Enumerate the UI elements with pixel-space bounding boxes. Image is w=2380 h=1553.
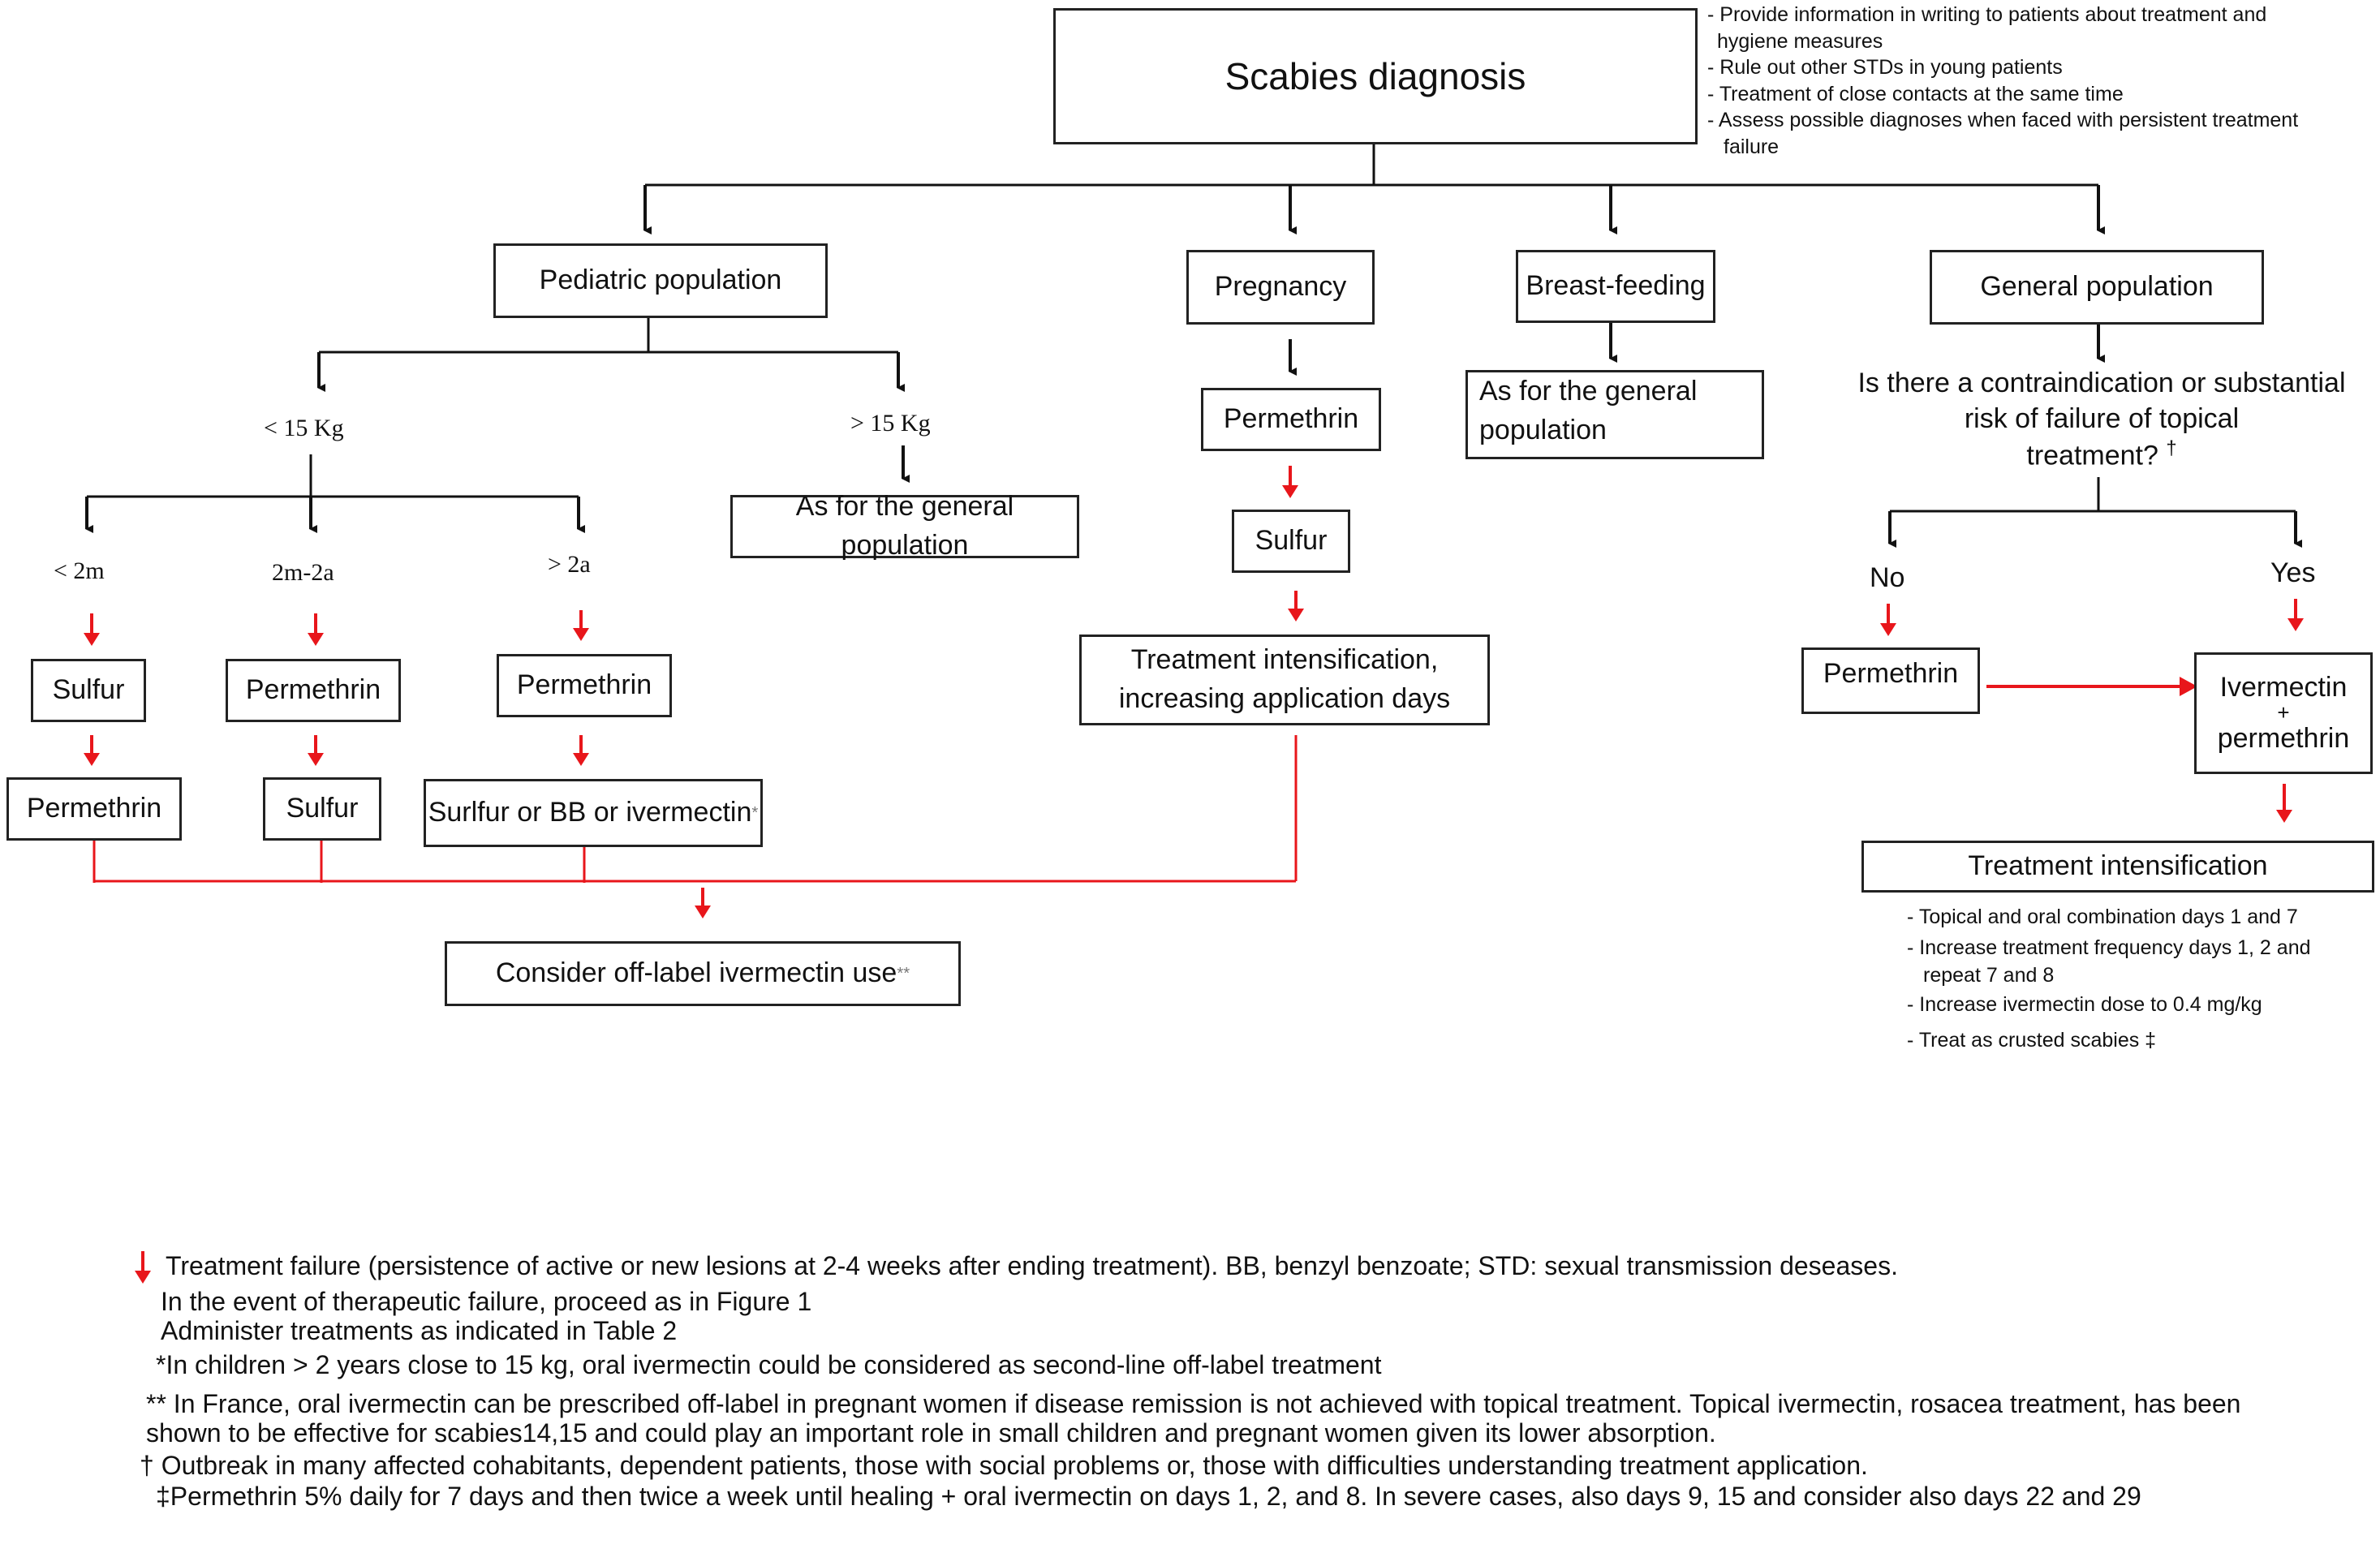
footnote-line: Administer treatments as indicated in Ta… (161, 1316, 678, 1345)
failure-arrow (2287, 599, 2304, 631)
age3-first-box: Permethrin (497, 654, 672, 717)
intensification-item: - Topical and oral combination days 1 an… (1907, 906, 2298, 928)
age2-second-text: Sulfur (286, 793, 359, 824)
age2-first-text: Permethrin (245, 674, 381, 706)
intensification-title: Treatment intensification (1968, 850, 2268, 882)
intensification-item: - Increase ivermectin dose to 0.4 mg/kg (1907, 993, 2262, 1016)
intensification-item: - Increase treatment frequency days 1, 2… (1907, 936, 2311, 959)
yes-result-line: permethrin (2217, 722, 2350, 754)
footnote-line: ‡Permethrin 5% daily for 7 days and then… (156, 1482, 2141, 1511)
over15-box: As for the general population (730, 491, 1079, 561)
no-result-box: Permethrin (1801, 647, 1980, 714)
breastfeeding-result-line: population (1479, 414, 1607, 445)
root-note: - Rule out other STDs in young patients (1707, 56, 2063, 79)
failure-arrow (573, 735, 589, 766)
failure-arrow (1288, 591, 1304, 622)
age2-second-box: Sulfur (263, 777, 381, 841)
root-note: - Treatment of close contacts at the sam… (1707, 82, 2124, 105)
footnote-mark: ** (897, 964, 910, 983)
general-title: General population (1980, 271, 2214, 303)
breastfeeding-box: Breast-feeding (1516, 250, 1715, 323)
failure-arrow (695, 888, 711, 918)
pregnancy-title: Pregnancy (1214, 271, 1347, 303)
root-note: - Provide information in writing to pati… (1707, 3, 2267, 26)
pregnancy-box: Pregnancy (1186, 250, 1375, 325)
question-line: risk of failure of topical (1964, 403, 2240, 435)
pregnancy-first-box: Permethrin (1201, 388, 1381, 451)
age1-first-text: Sulfur (52, 674, 125, 706)
offlabel-box: Consider off-label ivermectin use** (445, 941, 961, 1006)
root-note: hygiene measures (1717, 29, 1883, 53)
root-box: Scabies diagnosis (1053, 8, 1698, 144)
pregnancy-first-text: Permethrin (1223, 403, 1359, 435)
offlabel-text: Consider off-label ivermectin use (495, 957, 897, 989)
breastfeeding-result-line: As for the general (1479, 376, 1698, 407)
root-notes: - Provide information in writing to pati… (1707, 2, 2298, 160)
intensification-list: - Topical and oral combination days 1 an… (1907, 904, 2311, 1054)
pediatric-title: Pediatric population (539, 265, 782, 296)
question-line: treatment? (2026, 440, 2158, 471)
age3-second-text: Surlfur or BB or ivermectin (428, 797, 752, 828)
failure-arrow (1880, 604, 1896, 636)
over15-box-text: As for the general population (795, 491, 1014, 561)
failure-arrow (2276, 784, 2292, 823)
yes-result-line: Ivermectin (2219, 671, 2348, 703)
footnote-line: ** In France, oral ivermectin can be pre… (146, 1389, 2241, 1418)
breastfeeding-result-box: As for the general population (1465, 370, 1764, 459)
failure-arrow-icon (135, 1251, 151, 1284)
arrow-permethrin-to-combo (2180, 677, 2197, 696)
pregnancy-third-box: Treatment intensification, increasing ap… (1079, 635, 1490, 725)
pregnancy-third-line: increasing application days (1118, 683, 1451, 714)
age3-label: > 2a (548, 551, 591, 578)
footnote-legend: Treatment failure (persistence of active… (166, 1251, 1898, 1280)
footnote-mark: * (751, 803, 759, 822)
yes-label: Yes (2270, 557, 2316, 588)
footnote-line: *In children > 2 years close to 15 kg, o… (156, 1350, 1382, 1379)
yes-result-line: + (2277, 700, 2290, 725)
general-box: General population (1930, 250, 2264, 325)
breastfeeding-title: Breast-feeding (1526, 270, 1706, 302)
intensification-box: Treatment intensification (1861, 841, 2374, 893)
failure-arrow (308, 613, 324, 646)
root-title: Scabies diagnosis (1224, 54, 1526, 97)
age1-second-box: Permethrin (6, 777, 182, 841)
root-note: failure (1724, 135, 1780, 158)
dagger-mark: † (2166, 437, 2177, 460)
failure-arrow (573, 610, 589, 641)
age2-first-box: Permethrin (226, 659, 401, 722)
under15-label: < 15 Kg (264, 415, 344, 441)
failure-arrow (84, 613, 100, 646)
failure-arrow (84, 735, 100, 766)
age1-second-text: Permethrin (26, 793, 162, 824)
root-note: - Assess possible diagnoses when faced w… (1707, 109, 2299, 131)
yes-result-box: Ivermectin + permethrin (2194, 652, 2373, 774)
age1-label: < 2m (54, 557, 105, 584)
failure-arrow (308, 735, 324, 766)
age1-first-box: Sulfur (31, 659, 146, 722)
question-line: Is there a contraindication or substanti… (1857, 368, 2346, 398)
age3-second-box: Surlfur or BB or ivermectin* (424, 779, 763, 847)
no-result-text: Permethrin (1823, 658, 1959, 689)
over15-label: > 15 Kg (850, 410, 931, 437)
pregnancy-second-box: Sulfur (1232, 510, 1350, 573)
intensification-item: - Treat as crusted scabies ‡ (1907, 1029, 2157, 1052)
footnote-line: shown to be effective for scabies14,15 a… (146, 1418, 1716, 1448)
no-label: No (1870, 562, 1905, 593)
age2-label: 2m-2a (272, 559, 334, 586)
intensification-item: repeat 7 and 8 (1923, 964, 2055, 987)
footnote-line: In the event of therapeutic failure, pro… (161, 1287, 812, 1316)
general-question: Is there a contraindication or substanti… (1842, 365, 2361, 474)
pregnancy-third-line: Treatment intensification, (1130, 644, 1439, 676)
age3-first-text: Permethrin (516, 669, 652, 701)
failure-arrow (1282, 466, 1298, 498)
footnote-line: † Outbreak in many affected cohabitants,… (140, 1451, 1868, 1480)
pregnancy-second-text: Sulfur (1255, 525, 1328, 557)
pediatric-box: Pediatric population (493, 243, 828, 318)
